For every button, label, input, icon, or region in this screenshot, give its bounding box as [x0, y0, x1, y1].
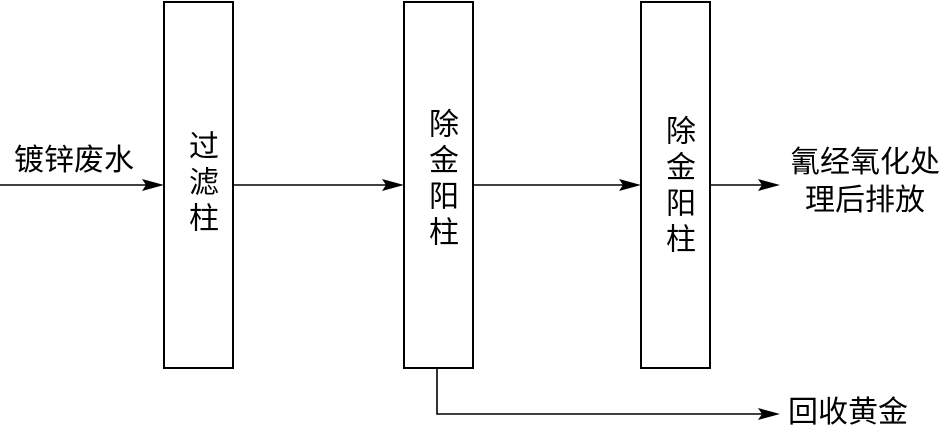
- recovery-arrowhead: [758, 408, 780, 420]
- filter-column-box: [163, 1, 234, 369]
- input-label: 镀锌废水: [14, 143, 134, 178]
- gold-removal-column-label-1: 除金阳柱: [423, 108, 458, 252]
- gold-removal-column-label-2: 除金阳柱: [660, 115, 695, 259]
- output-label: 氰经氧化处 理后排放: [785, 144, 945, 220]
- input-arrowhead: [142, 179, 164, 191]
- gold-removal-column-box-1: [403, 1, 474, 369]
- arrowhead-to-column1: [382, 179, 404, 191]
- output-label-line2: 理后排放: [805, 183, 925, 218]
- gold-removal-column-box-2: [640, 1, 711, 369]
- recovery-flow-line: [436, 368, 768, 415]
- output-arrowhead: [758, 179, 780, 191]
- recovery-label: 回收黄金: [788, 395, 908, 430]
- output-label-line1: 氰经氧化处: [790, 145, 940, 180]
- filter-column-label: 过滤柱: [183, 130, 218, 238]
- arrowhead-to-column2: [619, 179, 641, 191]
